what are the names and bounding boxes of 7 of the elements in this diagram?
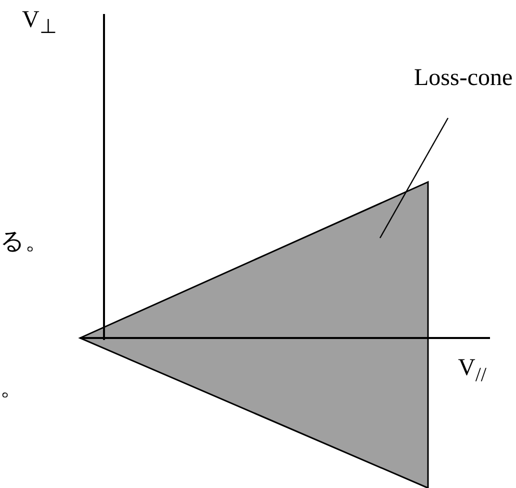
axis-label: V$_{⊥}$ [22, 8, 56, 37]
callout-label: Loss-cone [414, 66, 513, 90]
text-fragment: る。 [0, 230, 49, 254]
axis-label: V$_{//}$ [458, 356, 486, 385]
text-fragment: 。 [0, 376, 24, 400]
leader-line [379, 118, 449, 238]
shaded-region [78, 180, 429, 488]
